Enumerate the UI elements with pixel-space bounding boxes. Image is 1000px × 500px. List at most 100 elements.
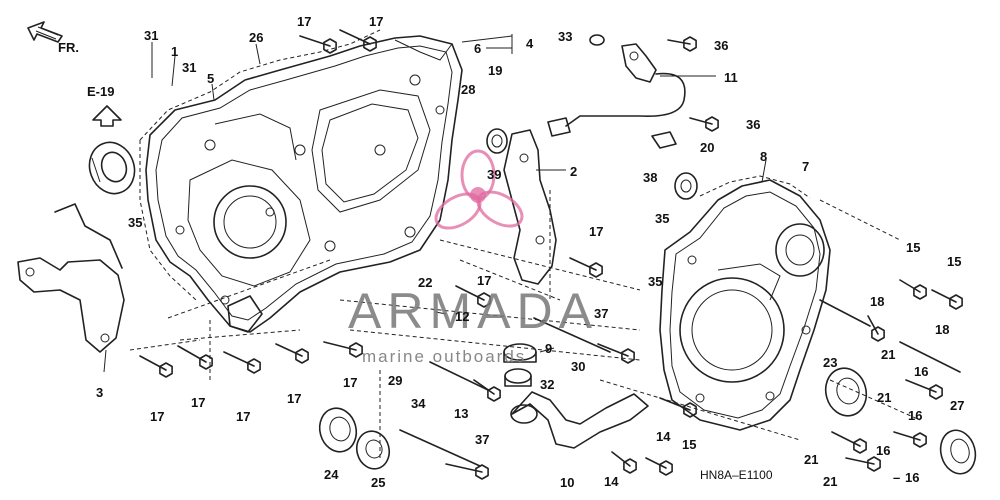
callout-17-bottom-e: 17 — [343, 375, 357, 390]
callout-32: 32 — [540, 377, 554, 392]
callout-17-bottom-c: 17 — [236, 409, 250, 424]
bolt-head-icon — [853, 438, 867, 454]
callout-labels: 31 1 31 26 5 17 17 6 4 33 36 19 28 11 36… — [96, 14, 964, 490]
callout-5: 5 — [207, 71, 214, 86]
callout-1: 1 — [171, 44, 178, 59]
callout-35-right: 35 — [655, 211, 669, 226]
front-direction-arrow-icon — [27, 21, 63, 43]
callout-17-bottom-b: 17 — [191, 395, 205, 410]
bolt-shaft — [905, 379, 937, 393]
watermark: ARMADA marine outboards — [348, 149, 598, 366]
callout-14-a: 14 — [656, 429, 671, 444]
stud-bolt-part-37-lower — [399, 429, 481, 467]
callout-16-c: 16 — [876, 443, 890, 458]
bolt-head-icon — [349, 342, 363, 358]
watermark-brand: ARMADA — [348, 283, 598, 339]
callout-11: 11 — [724, 70, 738, 85]
stud-bolt-part-37-upper — [533, 317, 611, 353]
callout-36-mid: 36 — [746, 117, 760, 132]
bolt-head-icon — [159, 362, 173, 378]
callout-15-c: 15 — [682, 437, 696, 452]
bolt-head-icon — [295, 348, 309, 364]
bolt-head-icon — [363, 36, 377, 52]
leader-lines — [103, 34, 767, 373]
callout-34: 34 — [411, 396, 426, 411]
bearing-part-38 — [674, 172, 698, 200]
callout-30: 30 — [571, 359, 585, 374]
reference-up-arrow-icon — [92, 105, 122, 127]
cap-part-9 — [503, 343, 537, 363]
callout-6: 6 — [474, 41, 481, 56]
bolt-set — [139, 29, 963, 480]
bolt-shaft — [831, 431, 861, 447]
bolt-part-13 — [429, 361, 489, 391]
bolt-head-icon — [199, 354, 213, 370]
bolt-shaft — [177, 345, 207, 363]
stud-bolt-part-18-a — [819, 299, 871, 327]
bolt-shaft — [299, 35, 331, 47]
bolt-head-icon — [475, 464, 489, 480]
crankcase-main-body — [145, 35, 463, 333]
bolt-head-icon — [589, 262, 603, 278]
bolt-shaft — [689, 117, 713, 125]
callout-35-left: 35 — [128, 215, 142, 230]
callout-18-a: 18 — [870, 294, 884, 309]
direction-label: FR. — [58, 40, 79, 55]
callout-16-b: 16 — [908, 408, 922, 423]
bolt-shaft — [275, 343, 303, 357]
callout-37-mid: 37 — [594, 306, 608, 321]
clip-part-20 — [651, 131, 677, 149]
callout-17-bottom-d: 17 — [287, 391, 301, 406]
section-reference-label: E-19 — [87, 84, 114, 99]
callout-17-mid-a: 17 — [589, 224, 603, 239]
callout-17-bottom-a: 17 — [150, 409, 164, 424]
bolt-shaft — [139, 355, 167, 371]
sensor-part-11 — [547, 34, 686, 137]
callout-37-bottom: 37 — [475, 432, 489, 447]
bolt-shaft — [473, 379, 495, 395]
callout-39: 39 — [487, 167, 501, 182]
bolt-shaft — [899, 279, 921, 293]
callout-28: 28 — [461, 82, 475, 97]
callout-21-d: 21 — [823, 474, 837, 489]
callout-27: 27 — [950, 398, 964, 413]
bolt-shaft — [611, 451, 631, 467]
bolt-shaft — [339, 29, 371, 45]
dash-marker: – — [893, 470, 900, 485]
bracket-plate-part-3 — [17, 203, 125, 353]
callout-24: 24 — [324, 467, 339, 482]
drawing-code: HN8A–E1100 — [700, 468, 773, 482]
bolt-head-icon — [913, 284, 927, 300]
callout-38: 38 — [643, 170, 657, 185]
bearing-part-24 — [318, 407, 358, 453]
bolt-shaft — [569, 257, 597, 271]
oil-seal-part-27 — [939, 429, 977, 475]
callout-23: 23 — [823, 355, 837, 370]
cover-plate-part-2 — [503, 129, 557, 285]
callout-25: 25 — [371, 475, 385, 490]
callout-2: 2 — [570, 164, 577, 179]
callout-8: 8 — [760, 149, 767, 164]
bolt-shaft — [893, 431, 921, 441]
callout-19: 19 — [488, 63, 502, 78]
watermark-propeller-logo-icon — [434, 149, 524, 230]
callout-20: 20 — [700, 140, 714, 155]
bearing-left — [88, 141, 136, 195]
gasket-part-5 — [139, 29, 381, 301]
callout-33: 33 — [558, 29, 572, 44]
bolt-shaft — [931, 289, 957, 303]
bolt-head-icon — [477, 292, 491, 308]
pipe-part-10 — [504, 368, 649, 449]
callout-29: 29 — [388, 373, 402, 388]
callout-17-top-b: 17 — [369, 14, 383, 29]
callout-31-b: 31 — [182, 60, 196, 75]
callout-36-top: 36 — [714, 38, 728, 53]
bolt-shaft — [597, 343, 629, 357]
bolt-shaft — [667, 39, 691, 45]
gasket-part-7 — [699, 175, 811, 199]
bolt-shaft — [455, 285, 485, 301]
bearing-part-23 — [824, 367, 868, 417]
bolt-head-icon — [949, 294, 963, 310]
bolt-shaft — [845, 457, 875, 465]
